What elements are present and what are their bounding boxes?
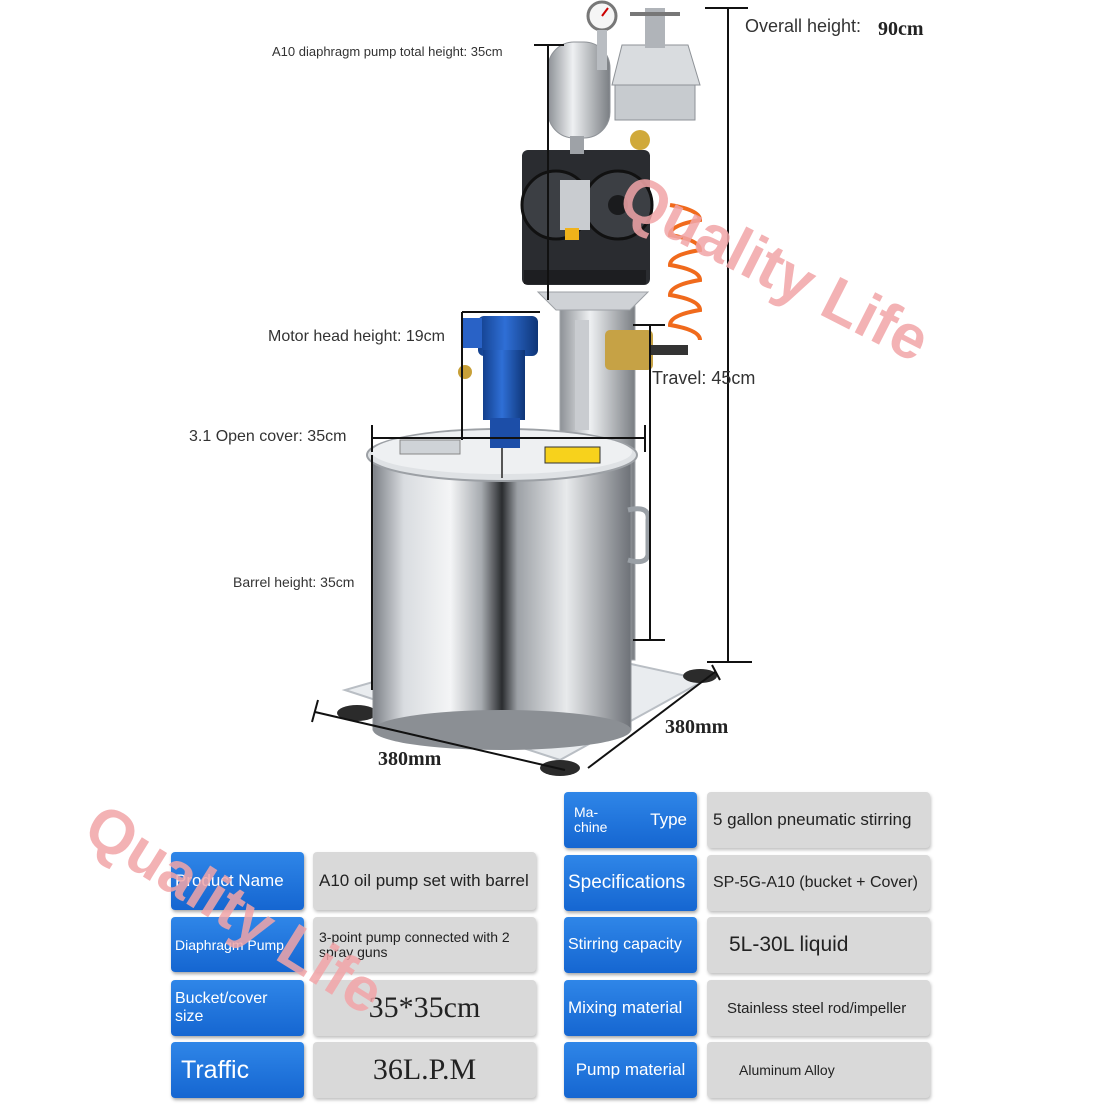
bucket-cover-size-value: 35*35cm xyxy=(313,980,536,1036)
base-right-dimension: 380mm xyxy=(665,716,729,738)
machine-type-value: 5 gallon pneumatic stirring xyxy=(707,792,930,848)
base-left-dimension: 380mm xyxy=(378,748,442,770)
overall-height-label: Overall height: xyxy=(745,16,862,36)
pump-material-value: Aluminum Alloy xyxy=(707,1042,930,1098)
mixing-material-label: Mixing material xyxy=(564,980,697,1036)
travel-label: Travel: 45cm xyxy=(652,368,756,388)
diaphragm-pump-value: 3-point pump connected with 2 spray guns xyxy=(313,917,536,972)
barrel-height-label: Barrel height: 35cm xyxy=(233,574,355,590)
specifications-value: SP-5G-A10 (bucket + Cover) xyxy=(707,855,930,911)
stirring-capacity-value: 5L-30L liquid xyxy=(707,917,930,973)
motor-head-label: Motor head height: 19cm xyxy=(268,328,445,345)
traffic-value: 36L.P.M xyxy=(313,1042,536,1098)
traffic-label: Traffic xyxy=(171,1042,304,1098)
open-cover-label: 3.1 Open cover: 35cm xyxy=(189,428,347,445)
product-illustration xyxy=(311,0,752,776)
specifications-label: Specifications xyxy=(564,855,697,911)
side-valve xyxy=(605,330,688,370)
dimension-lines xyxy=(311,7,752,771)
mixing-material-value: Stainless steel rod/impeller xyxy=(707,980,930,1036)
pump-material-label: Pump material xyxy=(564,1042,697,1098)
machine-label: Ma-chine xyxy=(574,804,608,835)
coil-hose xyxy=(667,203,703,341)
blue-motor xyxy=(458,316,538,448)
steel-barrel xyxy=(366,428,651,750)
diaphragm-height-label: A10 diaphragm pump total height: 35cm xyxy=(272,44,503,59)
machine-type-label: Ma-chine Type xyxy=(564,792,697,848)
gauge-regulator xyxy=(586,0,701,150)
bucket-cover-size-label: Bucket/cover size xyxy=(171,980,304,1036)
product-name-value: A10 oil pump set with barrel xyxy=(313,852,536,910)
stirring-capacity-label: Stirring capacity xyxy=(564,917,697,973)
overall-height-value: 90cm xyxy=(878,18,924,40)
diaphragm-pump-label: Diaphragm Pump xyxy=(171,917,304,972)
diaphragm-pump xyxy=(520,150,654,285)
product-name-label: Product Name xyxy=(171,852,304,910)
type-label: Type xyxy=(650,810,687,829)
